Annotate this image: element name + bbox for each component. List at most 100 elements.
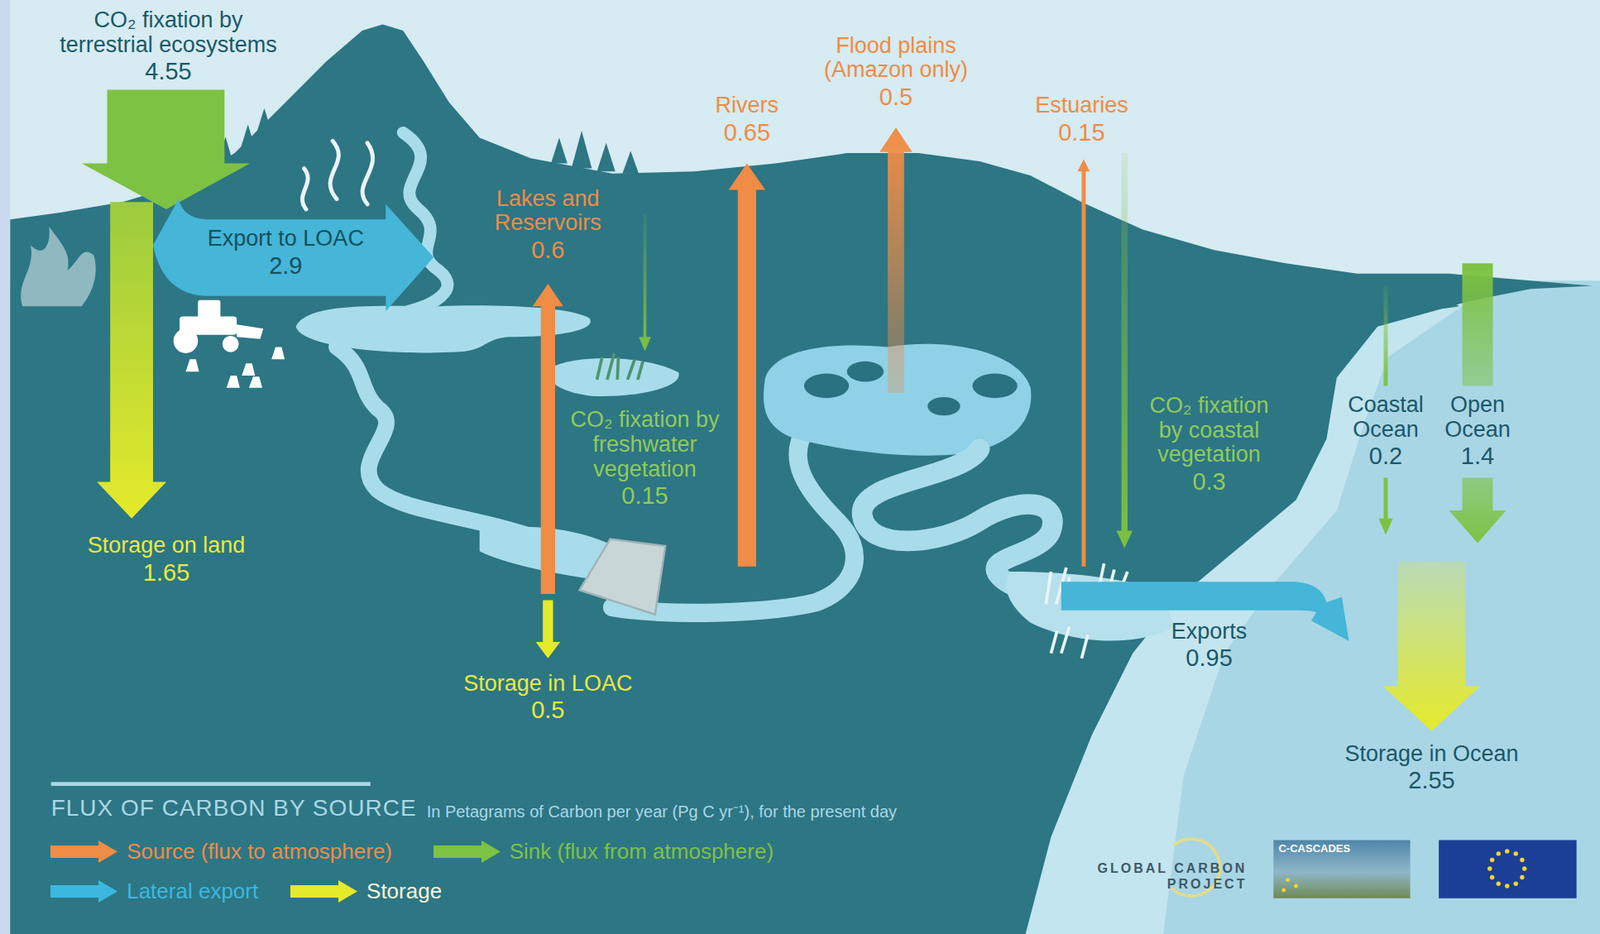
sink-arrow — [1378, 477, 1393, 535]
flux-label: CO₂ fixation by coastal vegetation — [1139, 393, 1280, 468]
tree-clump — [847, 361, 884, 383]
legend-swatch — [48, 880, 119, 903]
sink-arrow — [81, 90, 251, 210]
page-edge — [0, 0, 10, 934]
legend-item: Lateral export — [48, 879, 259, 904]
legend-label: Source (flux to atmosphere) — [126, 839, 393, 864]
legend-swatch — [431, 840, 502, 863]
flux-label: Exports — [1171, 619, 1248, 645]
logo-text: GLOBAL CARBON PROJECT — [1081, 860, 1247, 892]
flux-value: 0.15 — [621, 483, 668, 510]
swatch-arrow — [290, 880, 358, 903]
star — [1504, 883, 1509, 888]
flux-label: Estuaries — [1034, 93, 1129, 119]
legend-label: Sink (flux from atmosphere) — [509, 839, 774, 864]
island — [1377, 298, 1460, 311]
flux-value: 4.55 — [144, 58, 192, 86]
legend-swatch — [288, 880, 359, 903]
fire — [20, 226, 96, 307]
legend-label: Lateral export — [126, 879, 259, 904]
flux-label: Flood plains (Amazon only) — [817, 33, 975, 83]
star — [1487, 866, 1492, 871]
flux-label: Storage on land — [87, 533, 246, 559]
star — [1489, 875, 1495, 880]
flux-value: 1.65 — [143, 560, 190, 587]
land — [9, 24, 1592, 934]
flux-label: Rivers — [715, 93, 780, 119]
units-note: In Petagrams of Carbon per year (Pg C yr… — [426, 802, 897, 821]
tree-clump — [804, 373, 849, 399]
sink-arrow — [1384, 285, 1389, 386]
reeds — [1045, 563, 1128, 659]
flux-label: Coastal Ocean — [1340, 392, 1432, 442]
eu-flag — [1438, 839, 1577, 898]
sink-arrow — [1448, 477, 1506, 543]
tree-clump — [972, 373, 1017, 399]
lake — [548, 358, 680, 397]
flux-value: 1.4 — [1461, 443, 1495, 470]
flux-label: CO₂ fixation by terrestrial ecosystems — [50, 8, 287, 58]
star — [1513, 851, 1519, 856]
legend-swatch — [48, 840, 119, 863]
tractor-wheel — [173, 328, 199, 354]
flux-value: 0.65 — [723, 119, 771, 147]
logo-stars — [1281, 877, 1299, 892]
source-arrow — [1077, 158, 1090, 566]
flux-label: Lakes and Reservoirs — [477, 186, 618, 236]
title-rule — [51, 781, 371, 786]
swatch-arrow — [50, 880, 118, 903]
tractor-wheel — [222, 335, 240, 353]
flux-label: CO₂ fixation by freshwater vegetation — [566, 407, 724, 482]
legend-item: Sink (flux from atmosphere) — [431, 839, 774, 864]
source-arrow — [879, 127, 912, 393]
star — [1281, 887, 1286, 892]
source-arrow — [532, 283, 564, 595]
star — [1293, 884, 1299, 889]
tractor-blade — [236, 324, 264, 339]
dam — [579, 538, 666, 614]
lateral-arrow — [153, 199, 434, 312]
mist-streams — [301, 140, 373, 210]
stream — [402, 132, 448, 312]
tractor-cab — [197, 300, 221, 319]
flux-value: 0.3 — [1192, 469, 1226, 496]
flux-value: 0.6 — [531, 237, 565, 264]
flux-value: 0.2 — [1369, 443, 1403, 470]
legend-item: Source (flux to atmosphere) — [48, 839, 393, 864]
flux-label: Storage in Ocean — [1344, 742, 1519, 767]
logo-text: C-CASCADES — [1278, 843, 1351, 855]
flux-value: 0.5 — [531, 697, 565, 724]
legend-title: FLUX OF CARBON BY SOURCE — [51, 795, 417, 822]
swatch-arrow — [50, 840, 118, 863]
storage-arrow — [536, 600, 561, 659]
sink-arrow — [638, 214, 652, 351]
star — [1519, 857, 1524, 863]
flux-label: Storage in LOAC — [463, 671, 633, 697]
star — [1496, 881, 1501, 886]
flux-value: 2.9 — [268, 253, 302, 280]
logo-badge — [1273, 839, 1410, 898]
star — [1489, 857, 1495, 863]
storage-arrow — [1382, 561, 1481, 732]
flux-value: 0.5 — [879, 84, 913, 111]
tractor-icon — [173, 300, 285, 389]
reeds — [597, 353, 644, 380]
river — [336, 347, 572, 552]
star — [1522, 866, 1527, 871]
floodplain-trees — [804, 361, 1018, 416]
legend-item: Storage — [288, 879, 442, 904]
sink-arrow — [1116, 153, 1133, 549]
source-arrow — [728, 162, 766, 566]
swatch-arrow — [433, 840, 501, 863]
tree-stumps — [185, 347, 285, 389]
sink-arrow — [1461, 263, 1493, 386]
star — [1513, 881, 1519, 886]
legend-label: Storage — [366, 879, 442, 904]
flux-value: 0.15 — [1058, 119, 1105, 147]
star — [1519, 875, 1524, 880]
eu-stars — [1487, 848, 1527, 888]
flux-label: Open Ocean — [1440, 392, 1515, 442]
flux-value: 0.95 — [1185, 645, 1232, 672]
